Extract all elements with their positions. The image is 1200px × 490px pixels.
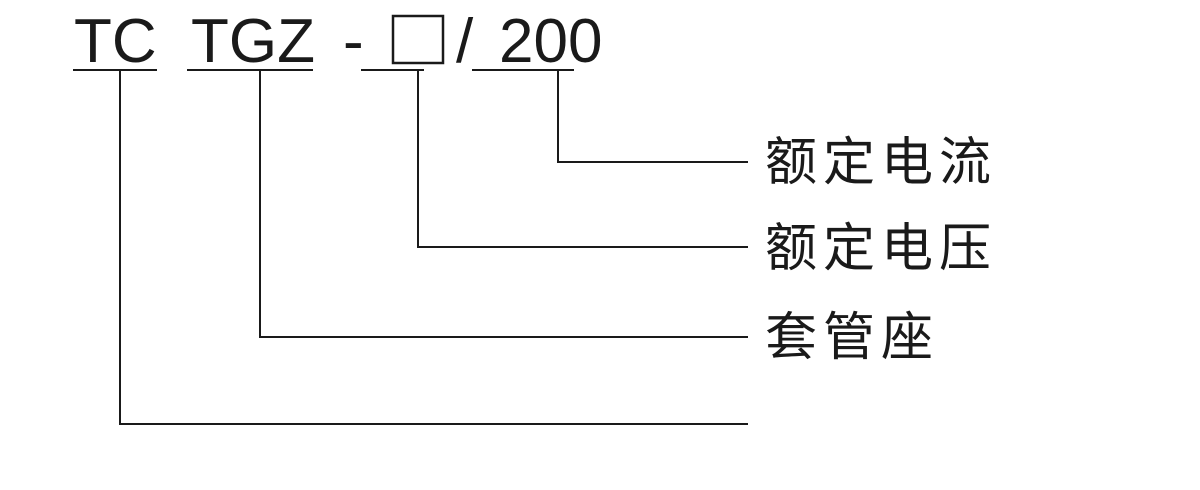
voltage-placeholder-box: [391, 14, 445, 65]
label-rated-voltage: 额定电压: [765, 219, 997, 279]
code-slash: /: [456, 7, 474, 76]
current-leader-line: [557, 70, 748, 163]
label-bushing-seat: 套管座: [765, 308, 939, 368]
label-rated-current: 额定电流: [765, 133, 997, 193]
code-dash: -: [343, 7, 364, 76]
prefix-leader-line: [119, 70, 748, 425]
series-leader-line: [259, 70, 748, 338]
code-series: TGZ: [191, 7, 315, 76]
voltage-leader-line: [417, 70, 748, 248]
code-current: 200: [499, 7, 602, 76]
code-prefix: TC: [74, 7, 157, 76]
